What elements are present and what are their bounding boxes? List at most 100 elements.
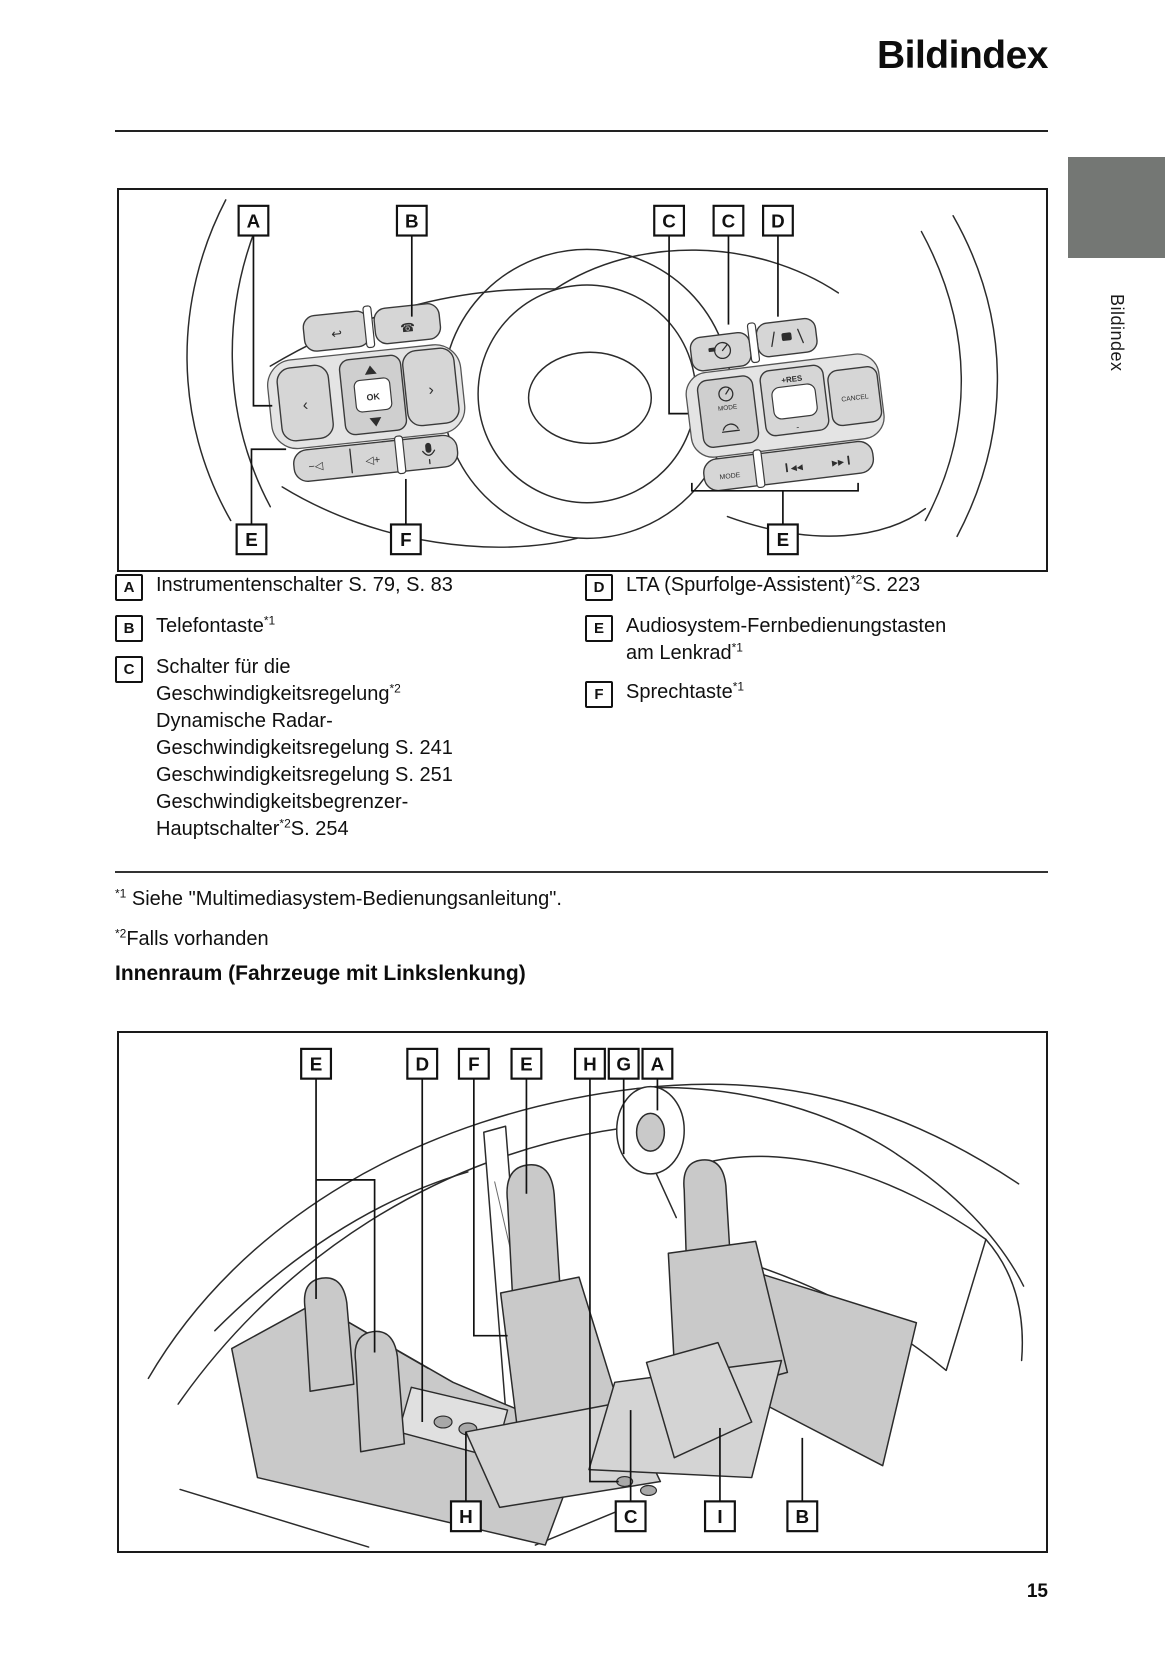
rear-headrest-1: [303, 1277, 355, 1392]
ok-button-label: OK: [366, 391, 381, 402]
svg-text:C: C: [662, 211, 676, 232]
page-number: 15: [1026, 1581, 1048, 1602]
callout-line-a: [252, 235, 273, 407]
svg-text:B: B: [795, 1506, 809, 1527]
page-title: Bildindex: [876, 34, 1049, 77]
svg-text:A: A: [651, 1054, 665, 1075]
next-track-icon: ▶▶: [831, 457, 845, 468]
callout-label-c: C: [614, 1500, 647, 1533]
callout-label-h-top: H: [573, 1047, 606, 1080]
callout-line-e-left: [250, 448, 287, 525]
svg-text:E: E: [245, 529, 258, 550]
legend-text: LTA (Spurfolge-Assistent)*2S. 223: [626, 572, 921, 596]
cruise-mode-label: MODE: [718, 404, 738, 413]
footnote: *2Falls vorhanden: [115, 926, 269, 950]
callout-label-a: A: [641, 1047, 674, 1080]
legend-item-f: F Sprechtaste*1: [585, 679, 1048, 708]
svg-text:E: E: [310, 1054, 323, 1075]
callout-label-b: B: [395, 204, 428, 237]
callout-line-c1: [668, 235, 688, 415]
legend-text: Sprechtaste*1: [626, 679, 745, 703]
right-switch-cluster: MODE +RES - CANCEL MODE ◀◀ ▶▶: [685, 317, 885, 492]
set-minus-label: -: [796, 422, 800, 432]
legend-key-e: E: [585, 615, 613, 642]
driver-headrest: [683, 1159, 731, 1258]
arrow-left-icon: ‹: [302, 397, 309, 414]
callout-line-e-right: [691, 482, 859, 525]
talk-icon: [422, 442, 436, 465]
svg-text:A: A: [247, 211, 261, 232]
legend-key-f: F: [585, 681, 613, 708]
callout-label-c1: C: [653, 204, 686, 237]
center-console: [645, 1341, 753, 1459]
steering-wheel-illustration: ↩ ☎ ‹ › OK −◁ ◁+: [186, 199, 999, 556]
legend-item-d: D LTA (Spurfolge-Assistent)*2S. 223: [585, 572, 1048, 601]
res-button-label: +RES: [781, 374, 803, 385]
section-heading: Innenraum (Fahrzeuge mit Linkslenkung): [115, 962, 526, 985]
back-icon: ↩: [331, 326, 344, 342]
callout-label-e1: E: [300, 1047, 333, 1080]
svg-text:D: D: [415, 1054, 429, 1075]
legend-key-c: C: [115, 656, 143, 683]
audio-mode-label: MODE: [719, 472, 741, 482]
cruise-control-icon: [708, 341, 732, 360]
callout-line-f: [472, 1078, 508, 1337]
svg-text:E: E: [520, 1054, 533, 1075]
svg-text:D: D: [771, 211, 785, 232]
svg-text:I: I: [717, 1506, 722, 1527]
footnote: *1 Siehe "Multimediasystem-Bedienungsanl…: [115, 886, 562, 910]
title-rule: [115, 130, 1048, 132]
legend-key-b: B: [115, 615, 143, 642]
callout-label-c2: C: [712, 204, 745, 237]
interior-illustration: E D F E H G A H C I B: [147, 1047, 1025, 1548]
arrow-up-icon: [364, 365, 377, 375]
svg-text:B: B: [405, 211, 419, 232]
callout-label-d: D: [762, 204, 794, 237]
callout-label-b: B: [786, 1500, 819, 1533]
legend-key-a: A: [115, 574, 143, 601]
steering-wheel-diagram: ↩ ☎ ‹ › OK −◁ ◁+: [117, 188, 1048, 572]
volume-down-icon: −◁: [308, 460, 325, 474]
arrow-right-icon: ›: [428, 382, 435, 399]
legend-text: Telefontaste*1: [156, 613, 276, 637]
callout-label-e2: E: [510, 1047, 543, 1080]
footnote-divider: [115, 871, 1048, 873]
left-switch-cluster: ↩ ☎ ‹ › OK −◁ ◁+: [267, 303, 466, 483]
svg-text:F: F: [400, 529, 411, 550]
legend-key-d: D: [585, 574, 613, 601]
svg-text:H: H: [583, 1054, 597, 1075]
volume-up-icon: ◁+: [365, 454, 381, 467]
callout-label-i: I: [703, 1500, 736, 1533]
callout-label-d: D: [406, 1047, 439, 1080]
arrow-down-icon: [369, 416, 382, 427]
callout-line-e1: [315, 1078, 376, 1353]
front-passenger-headrest: [506, 1164, 561, 1297]
callout-label-e-left: E: [235, 523, 268, 556]
footnotes: *1 Siehe "Multimediasystem-Bedienungsanl…: [115, 886, 1048, 966]
chapter-tab-label: Bildindex: [1107, 294, 1127, 372]
callout-label-g: G: [607, 1047, 640, 1080]
chapter-tab: [1068, 157, 1165, 258]
speed-limiter-icon: [721, 423, 740, 433]
phone-icon: ☎: [400, 320, 416, 335]
svg-text:G: G: [616, 1054, 631, 1075]
legend-text: Instrumentenschalter S. 79, S. 83: [156, 574, 453, 596]
svg-text:H: H: [459, 1506, 473, 1527]
cancel-button-label: CANCEL: [841, 393, 869, 403]
callout-label-f: F: [457, 1047, 490, 1080]
callout-label-e-right: E: [766, 523, 799, 556]
callout-label-f: F: [389, 523, 422, 556]
svg-text:F: F: [468, 1054, 480, 1075]
callout-label-h-bottom: H: [449, 1500, 482, 1533]
interior-diagram: E D F E H G A H C I B: [117, 1031, 1048, 1553]
legend-item-a: A Instrumentenschalter S. 79, S. 83: [115, 572, 577, 601]
svg-text:E: E: [777, 529, 790, 550]
svg-text:C: C: [722, 211, 736, 232]
callout-label-a: A: [237, 204, 270, 237]
